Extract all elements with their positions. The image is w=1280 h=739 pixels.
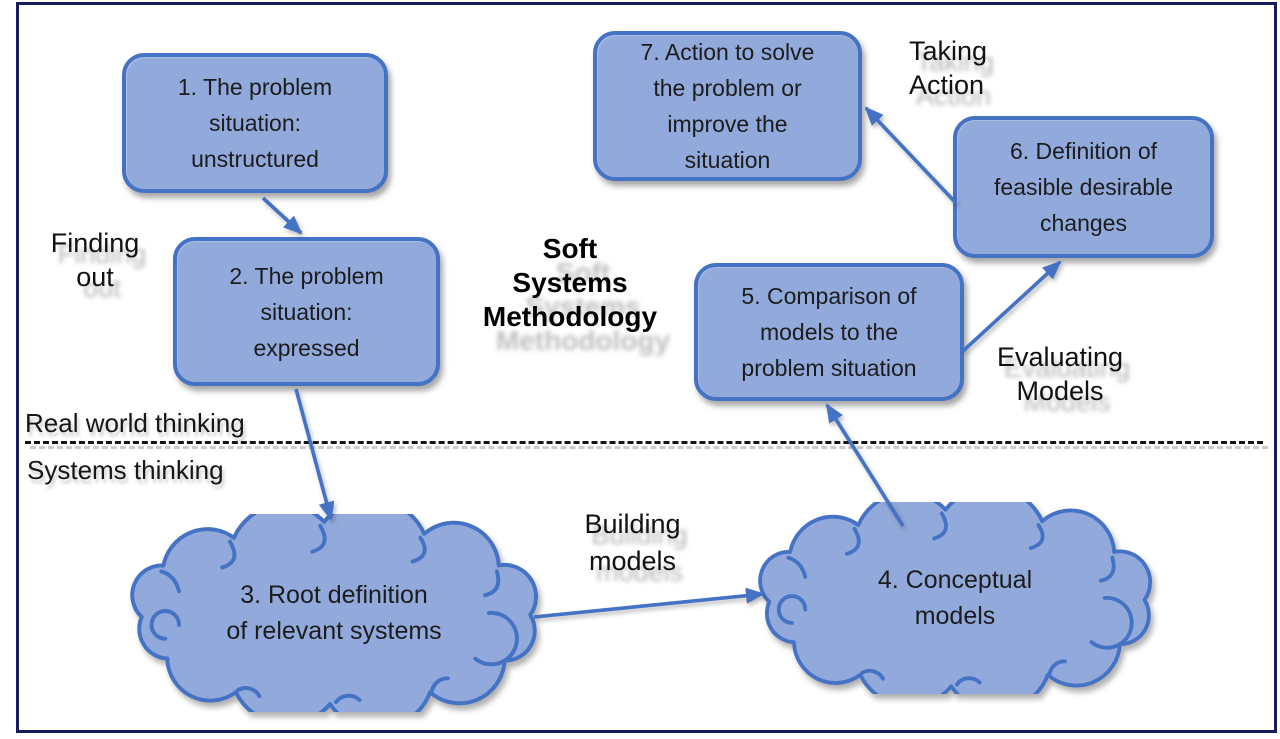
diagram-title-line: Methodology [482, 301, 658, 332]
node-7-line: 7. Action to solve [640, 39, 815, 65]
node-4-conceptual-models-cloud: 4. Conceptual models [756, 502, 1154, 694]
node-5-line: 5. Comparison of [741, 283, 917, 309]
label-systems-thinking: Systems thinking [27, 455, 224, 485]
node-3-text: 3. Root definition of relevant systems [128, 514, 540, 712]
label-taking-action-line: Action [909, 70, 985, 100]
label-building-models-line: models [588, 546, 677, 576]
node-6-feasible-changes: 6. Definition of feasible desirable chan… [953, 116, 1214, 258]
label-building-models-line: Building [584, 509, 681, 539]
node-4-line: 4. Conceptual [877, 566, 1033, 594]
node-7-line: situation [684, 147, 771, 173]
node-6-line: 6. Definition of [1009, 138, 1158, 164]
node-2-line: 2. The problem [229, 262, 384, 289]
boundary-line-shadow [30, 446, 1268, 449]
node-2-line: situation: [260, 298, 353, 325]
node-1-problem-unstructured: 1. The problem situation: unstructured [122, 53, 388, 193]
label-finding-out-line: out [76, 262, 114, 292]
node-7-line: the problem or [653, 75, 802, 101]
node-1-line: 1. The problem [177, 74, 333, 100]
node-1-line: unstructured [191, 146, 319, 172]
node-3-line: 3. Root definition [240, 581, 428, 609]
node-2-problem-expressed: 2. The problem situation: expressed [173, 237, 440, 386]
diagram-frame [16, 2, 1277, 733]
node-1-line: situation: [208, 110, 302, 136]
diagram-title-line: Soft [542, 233, 598, 264]
diagram-title: Soft Systems Methodology [450, 232, 690, 334]
label-finding-out: Finding out [40, 226, 150, 294]
label-finding-out-line: Finding [50, 228, 140, 258]
label-taking-action-line: Taking [909, 36, 988, 66]
node-4-line: models [914, 602, 996, 630]
node-5-line: problem situation [741, 355, 917, 381]
node-7-line: improve the [667, 111, 788, 137]
label-taking-action: Taking Action [909, 34, 1029, 102]
node-4-text: 4. Conceptual models [756, 502, 1154, 694]
diagram-title-line: Systems [512, 267, 628, 298]
node-6-line: feasible desirable [993, 174, 1173, 200]
label-evaluating-models: Evaluating Models [960, 340, 1160, 408]
node-5-comparison: 5. Comparison of models to the problem s… [694, 263, 964, 401]
node-3-root-definition-cloud: 3. Root definition of relevant systems [128, 514, 540, 712]
label-real-world-thinking: Real world thinking [25, 408, 245, 438]
label-building-models: Building models [540, 506, 725, 580]
boundary-dashed-line [25, 441, 1263, 444]
node-2-line: expressed [253, 334, 360, 361]
node-7-action: 7. Action to solve the problem or improv… [593, 31, 862, 181]
node-6-line: changes [1040, 210, 1127, 236]
node-5-line: models to the [759, 319, 899, 345]
label-evaluating-models-line: Evaluating [996, 342, 1124, 372]
node-3-line: of relevant systems [226, 617, 442, 645]
label-evaluating-models-line: Models [1016, 376, 1104, 406]
